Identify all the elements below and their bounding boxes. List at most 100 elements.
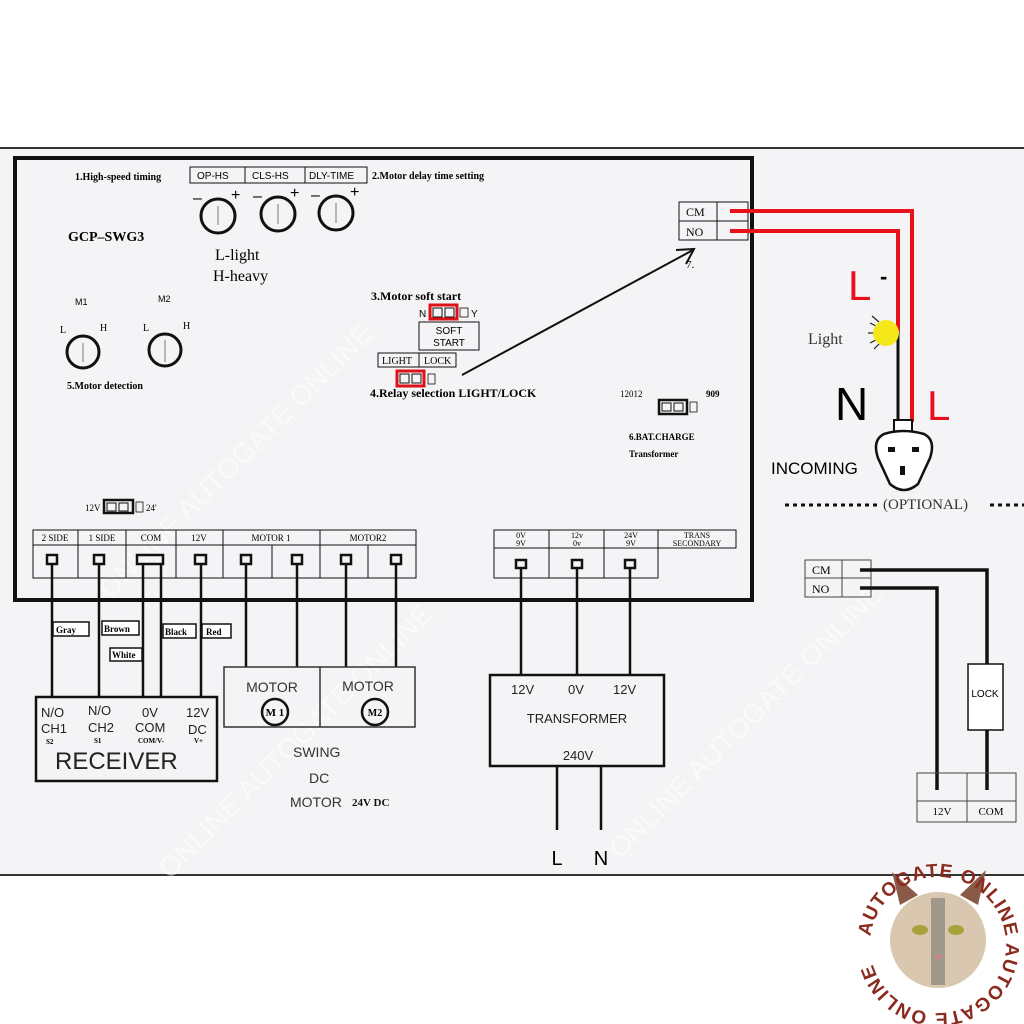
relay-output-terminal: CM NO: [678, 201, 749, 241]
paper: [0, 148, 1024, 876]
cls-hs-knob[interactable]: –+: [253, 185, 299, 233]
svg-text:S1: S1: [94, 737, 102, 745]
svg-text:Black: Black: [165, 627, 187, 637]
svg-text:SECONDARY: SECONDARY: [673, 539, 722, 548]
svg-text:Y: Y: [471, 309, 478, 320]
svg-text:H: H: [100, 323, 107, 334]
svg-text:START: START: [433, 338, 465, 349]
motor-2-icon: [360, 697, 390, 727]
svg-text:L: L: [551, 848, 562, 870]
svg-text:12V: 12V: [191, 533, 207, 543]
svg-text:M2: M2: [368, 708, 382, 719]
wire-color-labels: Gray Brown White Black Red: [52, 620, 232, 662]
arrow-to-relay-output: 7.: [461, 247, 696, 376]
receiver-wires: [50, 564, 203, 697]
svg-text:DLY-TIME: DLY-TIME: [309, 171, 354, 182]
svg-text:LOCK: LOCK: [424, 356, 452, 367]
m1-detect-knob[interactable]: [65, 334, 101, 370]
svg-text:909: 909: [706, 389, 720, 399]
svg-text:–: –: [253, 188, 262, 205]
svg-text:LIGHT: LIGHT: [382, 356, 412, 367]
svg-text:0V: 0V: [142, 705, 158, 720]
voltage-jumper[interactable]: 12V 24': [85, 498, 157, 515]
model-label: GCP–SWG3: [68, 230, 144, 245]
svg-text:L: L: [60, 325, 66, 336]
op-hs-knob[interactable]: –+: [193, 187, 240, 235]
svg-text:DC: DC: [188, 722, 207, 737]
bat-charge-section: 12012 909 6.BAT.CHARGE Transformer: [620, 389, 720, 459]
svg-text:TRANSFORMER: TRANSFORMER: [527, 711, 627, 726]
delay-label: 2.Motor delay time setting: [372, 171, 484, 182]
svg-text:N: N: [419, 309, 426, 320]
svg-text:S2: S2: [46, 738, 54, 746]
relay-jumper[interactable]: [395, 369, 436, 388]
lock-circuit: CM NO LOCK 12V COM: [804, 559, 1017, 823]
svg-text:9V: 9V: [516, 539, 526, 548]
svg-text:DC: DC: [309, 770, 329, 786]
svg-text:H: H: [183, 321, 190, 332]
svg-text:INCOMING: INCOMING: [771, 459, 858, 478]
svg-text:1 SIDE: 1 SIDE: [89, 533, 116, 543]
svg-text:M2: M2: [158, 294, 171, 304]
svg-text:RECEIVER: RECEIVER: [55, 748, 178, 775]
soft-start-jumper[interactable]: [428, 303, 469, 321]
controller-board: [13, 156, 754, 602]
light-circuit: L - Light N L INCOMING (OPTIONAL): [730, 209, 1024, 513]
svg-text:24V DC: 24V DC: [352, 797, 389, 809]
svg-text:12V: 12V: [933, 806, 952, 818]
svg-text:Brown: Brown: [104, 624, 130, 634]
red-wire-no: [730, 229, 900, 332]
svg-text:+: +: [231, 187, 240, 204]
svg-text:CM: CM: [812, 563, 831, 577]
bat-charge-jumper[interactable]: [657, 398, 698, 416]
svg-text:CM: CM: [686, 205, 705, 219]
motor-detection: M1 M2 L H L H 5.Motor detection: [60, 294, 190, 392]
svg-text:M1: M1: [75, 297, 88, 307]
transformer-wires: [519, 568, 632, 830]
dly-time-knob[interactable]: –+: [311, 184, 359, 232]
svg-text:–: –: [193, 190, 202, 207]
svg-text:CH2: CH2: [88, 720, 114, 735]
incoming-plug-icon: [874, 419, 934, 492]
svg-text:+: +: [350, 184, 359, 201]
svg-text:+: +: [290, 185, 299, 202]
svg-text:12V: 12V: [613, 682, 636, 697]
svg-text:12V: 12V: [186, 705, 209, 720]
svg-text:0V: 0V: [568, 682, 584, 697]
svg-text:CH1: CH1: [41, 721, 67, 736]
svg-text:4.Relay selection LIGHT/LOCK: 4.Relay selection LIGHT/LOCK: [370, 386, 537, 400]
autogate-online-logo: AUTOGATE ONLINE AUTOGATE ONLINE: [855, 861, 1022, 1024]
lock-device: [967, 663, 1004, 731]
light-bulb-icon: [873, 320, 899, 346]
svg-text:COM: COM: [135, 720, 165, 735]
svg-text:MOTOR: MOTOR: [246, 679, 298, 695]
svg-text:Light: Light: [808, 331, 843, 348]
svg-text:240V: 240V: [563, 748, 594, 763]
motor-wires: [244, 564, 398, 667]
svg-text:24': 24': [146, 503, 157, 513]
svg-text:L: L: [143, 323, 149, 334]
svg-text:L: L: [848, 262, 871, 309]
svg-text:0v: 0v: [573, 539, 581, 548]
svg-text:M 1: M 1: [266, 707, 285, 719]
motor-note: SWING DC MOTOR 24V DC: [290, 744, 389, 810]
svg-text:NO: NO: [686, 225, 704, 239]
svg-text:MOTOR2: MOTOR2: [350, 533, 387, 543]
svg-text:24V: 24V: [624, 531, 638, 540]
svg-text:SWING: SWING: [293, 744, 340, 760]
svg-text:SOFT: SOFT: [436, 326, 463, 337]
svg-text:L: L: [927, 382, 950, 429]
svg-text:7.: 7.: [686, 259, 695, 271]
red-wire-cm: [730, 209, 914, 422]
svg-text:NO: NO: [812, 582, 830, 596]
svg-text:N: N: [594, 848, 608, 870]
svg-text:9V: 9V: [626, 539, 636, 548]
load-note-heavy: H-heavy: [213, 268, 268, 285]
high-speed-label: 1.High-speed timing: [75, 172, 161, 183]
m2-detect-knob[interactable]: [147, 332, 183, 368]
svg-text:3.Motor soft start: 3.Motor soft start: [371, 289, 461, 303]
svg-text:COM: COM: [978, 806, 1003, 818]
